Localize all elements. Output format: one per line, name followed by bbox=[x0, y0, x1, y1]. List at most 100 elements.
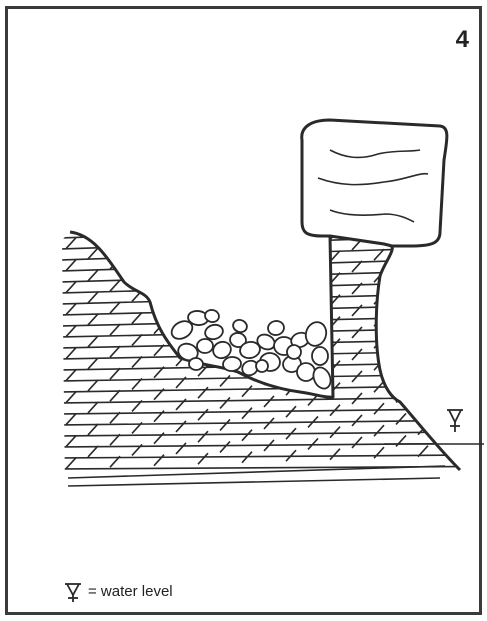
rock-joint bbox=[88, 424, 98, 435]
rock-joint bbox=[66, 348, 76, 359]
rock-joint bbox=[132, 246, 142, 257]
rock-joint bbox=[374, 425, 384, 436]
rock-joint bbox=[462, 400, 472, 411]
legend: = water level bbox=[62, 578, 173, 604]
rock-joint bbox=[308, 262, 318, 273]
rock-joint bbox=[462, 290, 472, 301]
rock-joint bbox=[66, 458, 76, 469]
rock-joint bbox=[462, 224, 472, 235]
rock-joint bbox=[418, 380, 428, 391]
rock-joint bbox=[308, 240, 318, 251]
rock-joint bbox=[154, 279, 164, 290]
rock-joint bbox=[88, 336, 98, 347]
rock-joint bbox=[220, 243, 230, 254]
rock-joint bbox=[462, 312, 472, 323]
panel-number: 4 bbox=[456, 26, 469, 54]
boulder bbox=[312, 347, 328, 365]
rock-joint bbox=[198, 431, 208, 442]
rock-joint bbox=[88, 292, 98, 303]
rock-joint bbox=[66, 304, 76, 315]
cliff-face-outline bbox=[376, 244, 460, 470]
rock-joint bbox=[352, 415, 362, 426]
rock-joint bbox=[462, 334, 472, 345]
rock-joint bbox=[440, 324, 450, 335]
bedding-line bbox=[60, 420, 470, 425]
rock-joint bbox=[220, 419, 230, 430]
rock-joint bbox=[264, 396, 274, 407]
bedding-line bbox=[60, 432, 470, 436]
bedding-line bbox=[60, 293, 470, 304]
rock-joint bbox=[462, 268, 472, 279]
rock-joint bbox=[110, 280, 120, 291]
rock-joint bbox=[176, 267, 186, 278]
rock-joint bbox=[176, 421, 186, 432]
bedding-line bbox=[60, 455, 470, 458]
rock-joint bbox=[440, 390, 450, 401]
rock-joint bbox=[242, 232, 252, 243]
rock-joint bbox=[286, 318, 296, 329]
bedding-line bbox=[60, 305, 470, 315]
rock-joint bbox=[66, 326, 76, 337]
rock-joint bbox=[396, 281, 406, 292]
rock-joint bbox=[396, 259, 406, 270]
rock-joint bbox=[66, 436, 76, 447]
rock-joint bbox=[352, 305, 362, 316]
boulder bbox=[222, 356, 241, 372]
rock-joint bbox=[462, 444, 472, 455]
rock-joint bbox=[462, 356, 472, 367]
boulder bbox=[197, 339, 213, 354]
rock-joint bbox=[418, 270, 428, 281]
rock-joint bbox=[88, 402, 98, 413]
rock-joint bbox=[66, 414, 76, 425]
rock-joint bbox=[88, 358, 98, 369]
rock-joint bbox=[110, 236, 120, 247]
rock-joint bbox=[176, 245, 186, 256]
bedding-line bbox=[60, 247, 470, 260]
rock-joint bbox=[110, 324, 120, 335]
rock-joint bbox=[220, 441, 230, 452]
water-level-marker-icon bbox=[447, 410, 463, 432]
legend-text: = water level bbox=[88, 583, 173, 600]
rock-joint bbox=[374, 447, 384, 458]
rock-joint bbox=[286, 296, 296, 307]
bedding-line bbox=[60, 316, 470, 326]
rock-joint bbox=[374, 403, 384, 414]
rock-joint bbox=[330, 427, 340, 438]
rock-joint bbox=[110, 346, 120, 357]
rock-joint bbox=[264, 242, 274, 253]
rock-joint bbox=[242, 276, 252, 287]
boulder bbox=[267, 320, 285, 337]
rock-joint bbox=[396, 325, 406, 336]
rock-joint bbox=[198, 277, 208, 288]
rock-joint bbox=[396, 303, 406, 314]
rock-joint bbox=[198, 233, 208, 244]
rock-joint bbox=[418, 292, 428, 303]
rock-joint bbox=[352, 349, 362, 360]
rock-joint bbox=[286, 230, 296, 241]
rock-joint bbox=[154, 301, 164, 312]
rock-joint bbox=[418, 402, 428, 413]
rock-joint bbox=[396, 413, 406, 424]
rock-joint bbox=[198, 299, 208, 310]
rock-joint bbox=[440, 236, 450, 247]
rock-joint bbox=[352, 437, 362, 448]
rock-joint bbox=[88, 446, 98, 457]
rock-joint bbox=[462, 422, 472, 433]
rock-joint bbox=[176, 443, 186, 454]
rock-joint bbox=[440, 258, 450, 269]
rock-joint bbox=[154, 257, 164, 268]
rock-joint bbox=[330, 449, 340, 460]
rock-joint bbox=[440, 368, 450, 379]
rock-joint bbox=[66, 282, 76, 293]
rock-joint bbox=[66, 392, 76, 403]
rock-joint bbox=[132, 268, 142, 279]
rock-joint bbox=[66, 370, 76, 381]
rock-joint bbox=[220, 375, 230, 386]
rock-joint bbox=[308, 284, 318, 295]
rock-joint bbox=[462, 378, 472, 389]
rock-joint bbox=[88, 314, 98, 325]
rock-joint bbox=[264, 308, 274, 319]
rock-joint bbox=[242, 254, 252, 265]
rock-joint bbox=[396, 369, 406, 380]
